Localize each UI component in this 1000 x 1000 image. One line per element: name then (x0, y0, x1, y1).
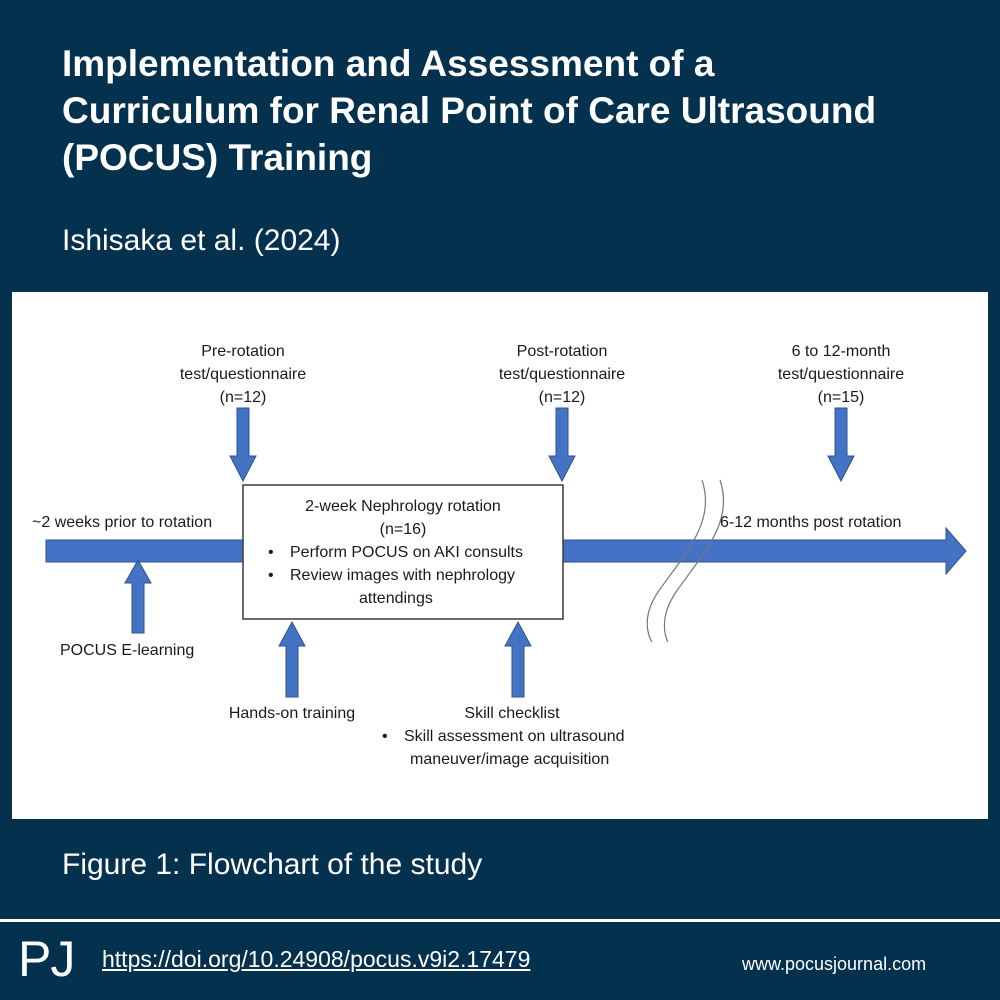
followup-label-1: 6 to 12-month (792, 343, 891, 360)
pre-rotation-label-1: Pre-rotation (201, 343, 285, 360)
title-line-3: (POCUS) Training (62, 137, 373, 178)
followup-label-3: (n=15) (818, 389, 865, 406)
title-line-1: Implementation and Assessment of a (62, 43, 715, 84)
rotation-bullet-2-cont: attendings (359, 590, 433, 607)
timeline-end-label: 6-12 months post rotation (720, 514, 901, 531)
doi-link[interactable]: https://doi.org/10.24908/pocus.v9i2.1747… (102, 946, 531, 972)
post-rotation-label-3: (n=12) (539, 389, 586, 406)
figure-caption: Figure 1: Flowchart of the study (62, 848, 483, 881)
rotation-bullet-1: Perform POCUS on AKI consults (290, 544, 523, 561)
pre-rotation-label-2: test/questionnaire (180, 366, 306, 383)
rotation-box (242, 484, 564, 620)
timeline-break-mark-2 (663, 479, 725, 643)
skill-bullet-dot: • (382, 728, 388, 745)
post-rotation-label-2: test/questionnaire (499, 366, 625, 383)
followup-down-arrow (827, 407, 855, 483)
post-rotation-label-1: Post-rotation (517, 343, 608, 360)
elearning-up-arrow (124, 558, 152, 634)
hands-on-up-arrow (278, 620, 306, 698)
footer-divider (0, 919, 1000, 922)
rotation-title: 2-week Nephrology rotation (305, 498, 501, 515)
timeline-break-mark-1 (646, 479, 707, 643)
journal-logo: PJ (18, 931, 75, 987)
rotation-bullet-1-dot: • (268, 544, 274, 561)
timeline-start-label: ~2 weeks prior to rotation (32, 514, 212, 531)
rotation-n: (n=16) (380, 521, 427, 538)
flowchart-svg: Pre-rotation test/questionnaire (n=12) P… (32, 343, 967, 768)
rotation-bullet-2-dot: • (268, 567, 274, 584)
authors: Ishisaka et al. (2024) (62, 224, 341, 257)
flowchart-figure: Pre-rotation test/questionnaire (n=12) P… (12, 292, 988, 819)
followup-label-2: test/questionnaire (778, 366, 904, 383)
poster-title: Implementation and Assessment of a Curri… (62, 40, 962, 181)
skill-bullet-line-2: maneuver/image acquisition (410, 751, 609, 768)
rotation-bullet-2: Review images with nephrology (290, 567, 515, 584)
pre-rotation-down-arrow (229, 407, 257, 483)
pre-rotation-label-3: (n=12) (220, 389, 267, 406)
journal-website: www.pocusjournal.com (742, 954, 927, 974)
elearning-label: POCUS E-learning (60, 642, 194, 659)
skill-bullet-line-1: Skill assessment on ultrasound (404, 728, 625, 745)
skill-checklist-label: Skill checklist (464, 705, 560, 722)
hands-on-label: Hands-on training (229, 705, 355, 722)
title-line-2: Curriculum for Renal Point of Care Ultra… (62, 90, 877, 131)
skill-checklist-up-arrow (504, 620, 532, 698)
post-rotation-down-arrow (548, 407, 576, 483)
